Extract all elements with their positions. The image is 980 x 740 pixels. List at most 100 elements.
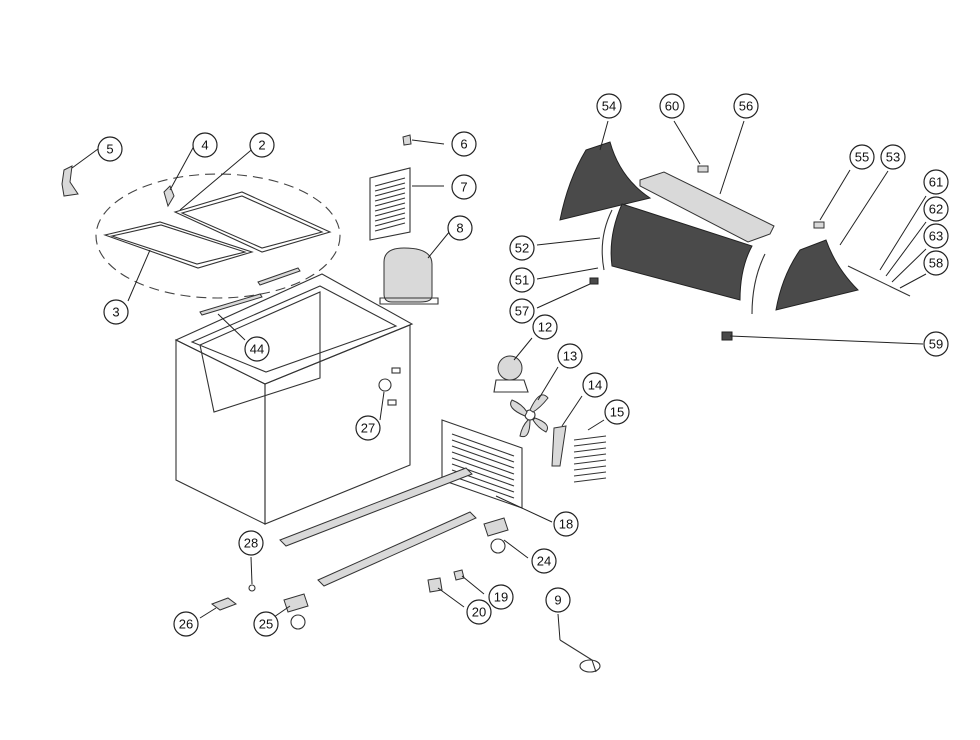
coil-tube xyxy=(573,453,607,459)
svg-text:13: 13 xyxy=(563,349,577,364)
callout-51: 51 xyxy=(509,267,535,293)
coil-tube xyxy=(573,447,607,453)
svg-text:51: 51 xyxy=(515,273,529,288)
callout-62: 62 xyxy=(923,196,949,222)
right-glass-lid xyxy=(173,191,332,253)
svg-text:9: 9 xyxy=(554,593,561,608)
coil-tube xyxy=(573,465,607,471)
svg-text:18: 18 xyxy=(559,517,573,532)
svg-text:14: 14 xyxy=(588,378,602,393)
svg-text:3: 3 xyxy=(112,305,119,320)
callout-44: 44 xyxy=(244,336,270,362)
callout-2: 2 xyxy=(249,132,275,158)
callout-20: 20 xyxy=(466,599,492,625)
canopy-right-end xyxy=(775,239,859,311)
svg-text:2: 2 xyxy=(258,138,265,153)
callout-7: 7 xyxy=(451,174,477,200)
svg-text:4: 4 xyxy=(201,138,208,153)
callout-4: 4 xyxy=(192,132,218,158)
grill-slat xyxy=(451,451,515,475)
callout-27: 27 xyxy=(355,415,381,441)
callout-59: 59 xyxy=(923,331,949,357)
grill-slat xyxy=(374,197,406,207)
callout-55: 55 xyxy=(849,144,875,170)
svg-text:20: 20 xyxy=(472,605,486,620)
callout-54: 54 xyxy=(596,93,622,119)
evaporator-coil xyxy=(573,435,607,483)
castor-24 xyxy=(483,517,509,554)
grill-slat xyxy=(374,217,406,227)
canopy-top-rail xyxy=(639,171,775,243)
grill-slat xyxy=(374,192,406,202)
callout-13: 13 xyxy=(557,343,583,369)
callout-3: 3 xyxy=(103,299,129,325)
canopy-left-trim xyxy=(601,209,613,271)
fan-blade xyxy=(510,394,549,438)
svg-text:26: 26 xyxy=(179,617,193,632)
svg-text:58: 58 xyxy=(929,256,943,271)
grill-slat xyxy=(451,463,515,487)
grill-slat xyxy=(374,177,406,187)
castor-25 xyxy=(283,593,309,630)
callout-6: 6 xyxy=(451,131,477,157)
canopy-clip-60 xyxy=(697,165,709,173)
callout-26: 26 xyxy=(173,611,199,637)
base-rail-rear xyxy=(279,467,473,547)
coil-tube xyxy=(573,477,607,483)
callout-61: 61 xyxy=(923,169,949,195)
callout-57: 57 xyxy=(509,298,535,324)
lid-rail-front xyxy=(199,293,263,316)
lid-group-outline xyxy=(95,173,341,299)
svg-text:6: 6 xyxy=(460,137,467,152)
coil-tube xyxy=(573,459,607,465)
screw-19 xyxy=(453,569,465,581)
freezer-cabinet xyxy=(174,273,414,525)
callout-12: 12 xyxy=(532,314,558,340)
callout-9: 9 xyxy=(545,587,571,613)
cabinet-opening xyxy=(190,285,398,373)
power-cord xyxy=(559,639,601,673)
callout-15: 15 xyxy=(604,399,630,425)
base-rail-front xyxy=(317,511,477,587)
canopy-clip-55 xyxy=(813,221,825,229)
grill-slat xyxy=(374,202,406,212)
svg-text:12: 12 xyxy=(538,320,552,335)
svg-text:56: 56 xyxy=(739,99,753,114)
callout-25: 25 xyxy=(253,611,279,637)
svg-text:54: 54 xyxy=(602,99,616,114)
cabinet-front xyxy=(175,339,266,525)
svg-text:44: 44 xyxy=(250,342,264,357)
grill-slat xyxy=(451,445,515,469)
svg-text:53: 53 xyxy=(886,150,900,165)
grill-slat xyxy=(451,433,515,457)
svg-text:61: 61 xyxy=(929,175,943,190)
svg-text:28: 28 xyxy=(244,536,258,551)
svg-text:62: 62 xyxy=(929,202,943,217)
coil-tube xyxy=(573,441,607,447)
callout-14: 14 xyxy=(582,372,608,398)
callout-5: 5 xyxy=(97,136,123,162)
svg-text:59: 59 xyxy=(929,337,943,352)
leader-lines xyxy=(71,120,927,641)
svg-text:60: 60 xyxy=(665,99,679,114)
cabinet-top-frame xyxy=(174,273,414,385)
svg-text:63: 63 xyxy=(929,229,943,244)
callout-56: 56 xyxy=(733,93,759,119)
compressor xyxy=(379,247,439,305)
canopy-right-trim xyxy=(751,253,766,315)
callout-19: 19 xyxy=(488,584,514,610)
screw xyxy=(402,134,412,146)
callout-24: 24 xyxy=(531,548,557,574)
grill-slat xyxy=(374,212,406,222)
svg-text:57: 57 xyxy=(515,304,529,319)
callout-63: 63 xyxy=(923,223,949,249)
ice-scraper xyxy=(61,165,79,197)
svg-text:25: 25 xyxy=(259,617,273,632)
svg-text:55: 55 xyxy=(855,150,869,165)
grill-slat xyxy=(374,207,406,217)
lid-rail-back xyxy=(257,267,301,286)
canopy-panel xyxy=(610,203,753,301)
lid-handle xyxy=(163,185,175,208)
callout-53: 53 xyxy=(880,144,906,170)
